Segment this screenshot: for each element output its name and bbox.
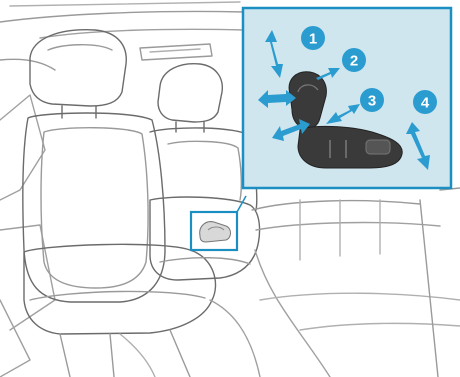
callout-badge-2: 2 xyxy=(342,48,366,72)
callout-label-1: 1 xyxy=(309,31,317,48)
callout-leader-line xyxy=(237,196,246,212)
seat-control-inset: 1 2 3 4 xyxy=(243,8,451,188)
armrest-control-highlight xyxy=(191,212,237,250)
callout-badge-3: 3 xyxy=(360,88,384,112)
callout-label-2: 2 xyxy=(350,53,358,70)
callout-badge-4: 4 xyxy=(413,90,437,114)
callout-badge-1: 1 xyxy=(301,26,325,50)
callout-label-4: 4 xyxy=(421,95,430,112)
callout-label-3: 3 xyxy=(368,93,376,110)
